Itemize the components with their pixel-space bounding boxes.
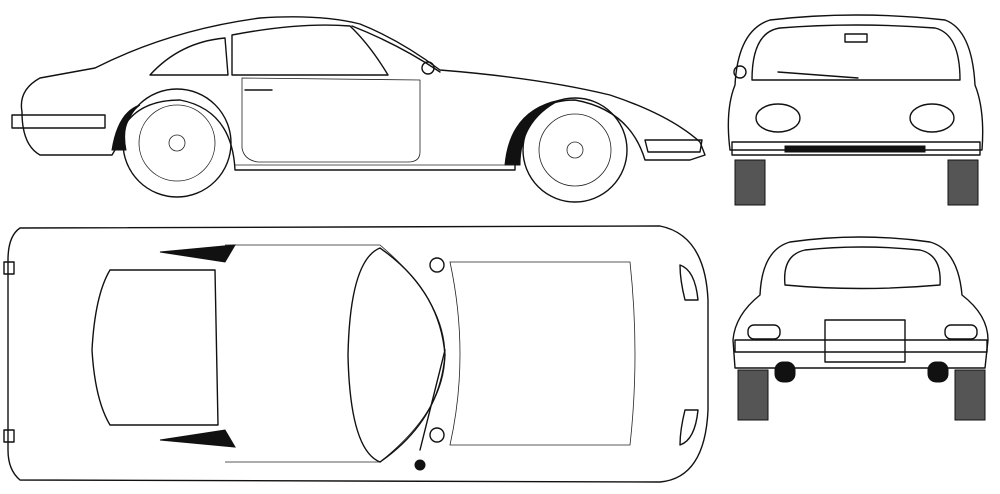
rear-tire-left bbox=[737, 369, 769, 421]
rear-tire-right bbox=[954, 369, 986, 421]
front-mirror bbox=[844, 33, 868, 43]
side-front-bumper bbox=[644, 139, 703, 153]
side-rear-bumper bbox=[11, 114, 106, 129]
rear-bumper bbox=[734, 339, 988, 353]
top-windshield bbox=[347, 247, 446, 463]
side-window bbox=[149, 37, 229, 76]
rear-window bbox=[783, 246, 941, 290]
side-door-window bbox=[231, 24, 389, 76]
front-body-outline bbox=[727, 14, 984, 151]
front-tire-left bbox=[734, 159, 766, 206]
side-wheel-arch-front-shadow bbox=[504, 99, 561, 166]
front-wiper bbox=[777, 71, 859, 79]
rear-view bbox=[732, 236, 989, 421]
rear-exhaust-right bbox=[927, 361, 949, 383]
side-windshield bbox=[351, 25, 441, 73]
top-rear-bumper-upper bbox=[3, 261, 15, 275]
top-vent-lower bbox=[159, 429, 236, 448]
top-headlight-lower bbox=[679, 409, 699, 446]
top-mirror bbox=[414, 459, 426, 471]
top-rear-window bbox=[91, 269, 219, 426]
side-view bbox=[11, 16, 706, 203]
rear-body-outline bbox=[732, 236, 989, 369]
side-body-outline bbox=[20, 16, 706, 171]
top-headlight-upper bbox=[679, 264, 699, 301]
front-grille bbox=[784, 145, 926, 153]
rear-lights-right bbox=[944, 324, 978, 340]
top-vent-upper bbox=[159, 244, 236, 263]
rear-license-plate bbox=[824, 319, 906, 363]
front-tire-right bbox=[947, 159, 979, 206]
side-mirror bbox=[421, 61, 435, 75]
side-front-wheel bbox=[522, 97, 628, 203]
top-fuel-cap-lower bbox=[429, 427, 445, 443]
top-roof bbox=[225, 244, 446, 463]
top-hood bbox=[449, 261, 636, 446]
front-headlight-right bbox=[909, 103, 955, 133]
front-view bbox=[727, 14, 984, 206]
top-view bbox=[3, 225, 709, 483]
top-rear-bumper-lower bbox=[3, 429, 15, 443]
side-wheel-arch-rear-shadow bbox=[111, 104, 141, 151]
side-rear-wheel bbox=[122, 88, 232, 198]
top-wiper bbox=[419, 349, 446, 451]
front-bumper bbox=[731, 141, 981, 156]
rear-lights-left bbox=[747, 324, 781, 340]
side-door bbox=[241, 77, 421, 163]
front-headlight-left bbox=[755, 103, 801, 133]
front-side-light bbox=[733, 65, 747, 79]
front-windshield bbox=[751, 24, 961, 81]
rear-exhaust-left bbox=[774, 361, 796, 383]
top-body-outline bbox=[7, 225, 709, 483]
top-fuel-cap-upper bbox=[429, 257, 445, 273]
